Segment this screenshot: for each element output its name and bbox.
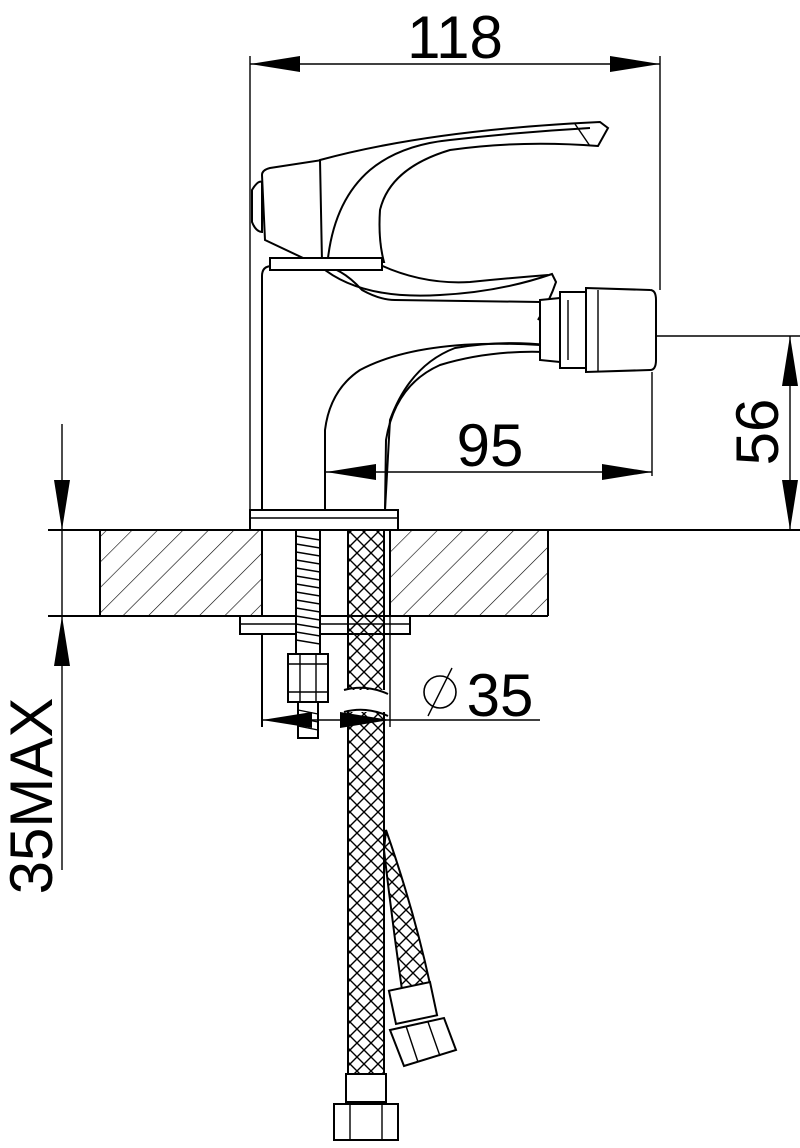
- dimension-label-56: 56: [724, 399, 791, 466]
- dimension-label-118: 118: [407, 4, 503, 71]
- dimension-max-thickness: 35MAX: [0, 424, 70, 894]
- spray-nozzle: [539, 286, 657, 374]
- dimension-hole-diameter: 35: [262, 616, 540, 729]
- dimension-label-35max: 35MAX: [0, 698, 65, 895]
- dimension-label-95: 95: [457, 412, 524, 479]
- dimension-spout-height: 56: [656, 335, 800, 530]
- dimension-label-35: 35: [467, 662, 534, 729]
- countertop-section: [48, 529, 800, 727]
- dimension-spout-reach: 95: [326, 372, 653, 480]
- dimension-overall-width: 118: [249, 4, 661, 510]
- diameter-icon: [423, 675, 457, 709]
- faucet-body: [249, 120, 610, 531]
- braided-hoses: [333, 529, 458, 1141]
- diameter-icon-slash: [427, 667, 453, 717]
- threaded-stud: [287, 529, 329, 739]
